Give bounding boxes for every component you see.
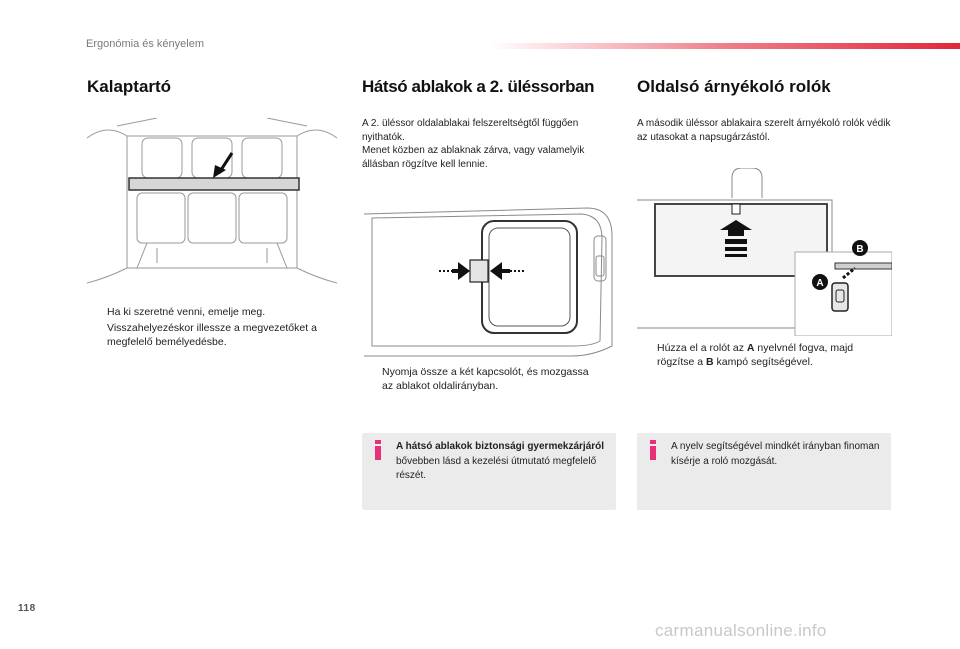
section-header: Ergonómia és kényelem — [86, 38, 205, 50]
rear-window-illustration — [362, 196, 616, 358]
watermark: carmanualsonline.info — [655, 621, 827, 640]
bullet-text-part: Húzza el a rolót az — [657, 342, 747, 354]
bullet-mark — [87, 305, 107, 319]
parcel-shelf-illustration — [87, 118, 337, 288]
bullet-text: Visszahelyezéskor illessze a megvezetőke… — [107, 322, 317, 348]
col3-title: Oldalsó árnyékoló rolók — [637, 77, 831, 96]
col2-intro: A 2. üléssor oldalablakai felszereltségt… — [362, 117, 602, 171]
bullet-text: Ha ki szeretné venni, emelje meg. — [107, 306, 266, 318]
bullet-text: Húzza el a rolót az A nyelvnél fogva, ma… — [657, 341, 892, 369]
info-icon — [650, 440, 656, 460]
bullet-label-b: B — [706, 356, 714, 368]
col3-bullet: Húzza el a rolót az A nyelvnél fogva, ma… — [637, 341, 892, 369]
bullet-text-part: kampó segítségével. — [713, 356, 813, 368]
col1-bullet-2: Visszahelyezéskor illessze a megvezetőke… — [87, 321, 345, 349]
note-text: A hátsó ablakok biztonsági gyermekzárjár… — [396, 440, 606, 484]
col2-info-note: A hátsó ablakok biztonsági gyermekzárjár… — [362, 433, 616, 510]
col3-intro: A második üléssor ablakaira szerelt árny… — [637, 118, 891, 143]
col1-title: Kalaptartó — [87, 77, 172, 96]
bullet-text-part: nyelvnél fogva, majd rögzítse a — [657, 342, 854, 368]
col2-bullet: Nyomja össze a két kapcsolót, és mozgass… — [362, 365, 602, 393]
bullet-mark — [362, 365, 382, 393]
sunblind-illustration: B A — [637, 168, 892, 336]
bullet-text: Nyomja össze a két kapcsolót, és mozgass… — [382, 366, 589, 392]
bullet-label-a: A — [746, 342, 755, 354]
page-number: 118 — [18, 603, 36, 614]
col2-title: Hátsó ablakok a 2. üléssorban — [362, 77, 595, 96]
header-red-bar — [490, 43, 960, 49]
label-b: B — [856, 244, 863, 255]
col2-intro-line2: Menet közben az ablaknak zárva, vagy val… — [362, 145, 585, 170]
col2-intro-line1: A 2. üléssor oldalablakai felszereltségt… — [362, 118, 579, 143]
col1-bullet-1: Ha ki szeretné venni, emelje meg. — [87, 305, 342, 319]
bullet-mark — [87, 321, 107, 349]
col3-info-note: A nyelv segítségével mindkét irányban fi… — [637, 433, 891, 510]
note-text: A nyelv segítségével mindkét irányban fi… — [671, 441, 880, 467]
label-a: A — [816, 278, 823, 289]
note-bold-text: A hátsó ablakok biztonsági gyermekzárjár… — [396, 441, 605, 452]
info-icon — [375, 440, 381, 460]
bullet-mark — [637, 341, 657, 369]
note-rest-text: bővebben lásd a kezelési útmutató megfel… — [396, 455, 597, 482]
